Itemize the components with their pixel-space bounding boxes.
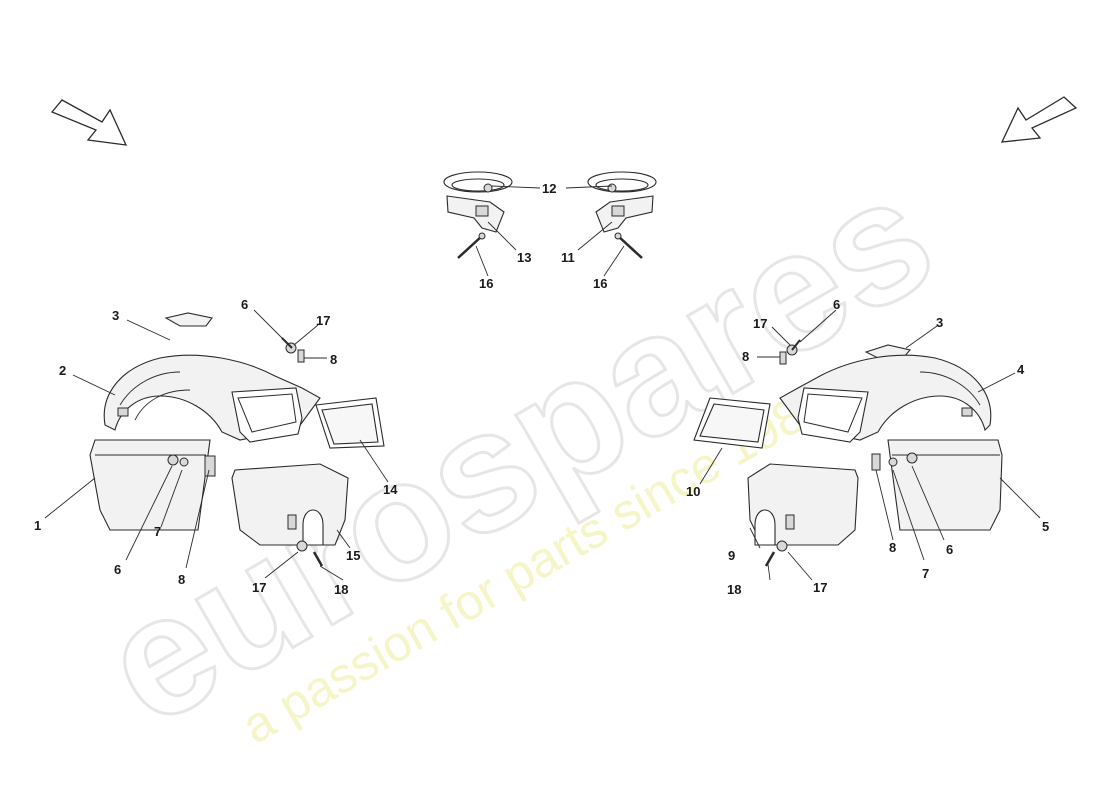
direction-arrow-down-left-icon — [1000, 96, 1078, 143]
callout-9: 9 — [728, 548, 735, 563]
callout-8-right-top: 8 — [742, 349, 749, 364]
callout-7-left: 7 — [154, 524, 161, 539]
right-fasteners — [764, 339, 918, 567]
callout-17-left-top: 17 — [316, 313, 330, 328]
callout-8-left-top: 8 — [330, 352, 337, 367]
callout-labels: 1 2 3 6 17 8 6 7 8 17 18 14 15 12 13 11 … — [34, 181, 1049, 597]
callout-18-left: 18 — [334, 582, 348, 597]
part-2-left-wheel-arch — [103, 354, 321, 443]
callout-11: 11 — [561, 250, 575, 265]
callout-15: 15 — [346, 548, 360, 563]
callout-12: 12 — [542, 181, 556, 196]
part-16-right-rivet — [614, 232, 643, 259]
part-4-right-wheel-arch — [779, 354, 992, 443]
callout-2: 2 — [59, 363, 66, 378]
callout-8-left-bottom: 8 — [178, 572, 185, 587]
callout-3-right: 3 — [936, 315, 943, 330]
callout-18-right: 18 — [727, 582, 741, 597]
callout-10: 10 — [686, 484, 700, 499]
callout-1: 1 — [34, 518, 41, 533]
part-15-left-lower-shield — [231, 463, 349, 546]
part-5-right-liner — [887, 439, 1003, 531]
callout-6-right-bottom: 6 — [946, 542, 953, 557]
part-12-left-clamp — [443, 171, 513, 193]
part-1-left-liner — [89, 439, 216, 531]
callout-8-right-bottom: 8 — [889, 540, 896, 555]
part-13-left-bracket — [446, 195, 505, 233]
callout-4: 4 — [1017, 362, 1025, 377]
callout-6-left-bottom: 6 — [114, 562, 121, 577]
callout-13: 13 — [517, 250, 531, 265]
callout-16-right: 16 — [593, 276, 607, 291]
leader-lines — [44, 185, 1041, 581]
part-3-left-cover — [164, 312, 213, 327]
callout-14: 14 — [383, 482, 398, 497]
callout-6-right-top: 6 — [833, 297, 840, 312]
part-10-right-panel — [693, 397, 771, 449]
part-16-left-rivet — [457, 232, 486, 259]
callout-17-left-bottom: 17 — [252, 580, 266, 595]
callout-16-left: 16 — [479, 276, 493, 291]
callout-17-right-bottom: 17 — [813, 580, 827, 595]
callout-3-left: 3 — [112, 308, 119, 323]
part-14-left-panel — [315, 397, 385, 449]
part-9-right-lower-shield — [747, 463, 859, 546]
callout-17-right-top: 17 — [753, 316, 767, 331]
part-11-right-bracket — [595, 195, 654, 233]
callout-5: 5 — [1042, 519, 1049, 534]
callout-7-right: 7 — [922, 566, 929, 581]
callout-6-left-top: 6 — [241, 297, 248, 312]
left-fasteners — [167, 337, 324, 567]
part-12-right-clamp — [587, 171, 657, 193]
direction-arrow-down-right-icon — [50, 99, 128, 146]
